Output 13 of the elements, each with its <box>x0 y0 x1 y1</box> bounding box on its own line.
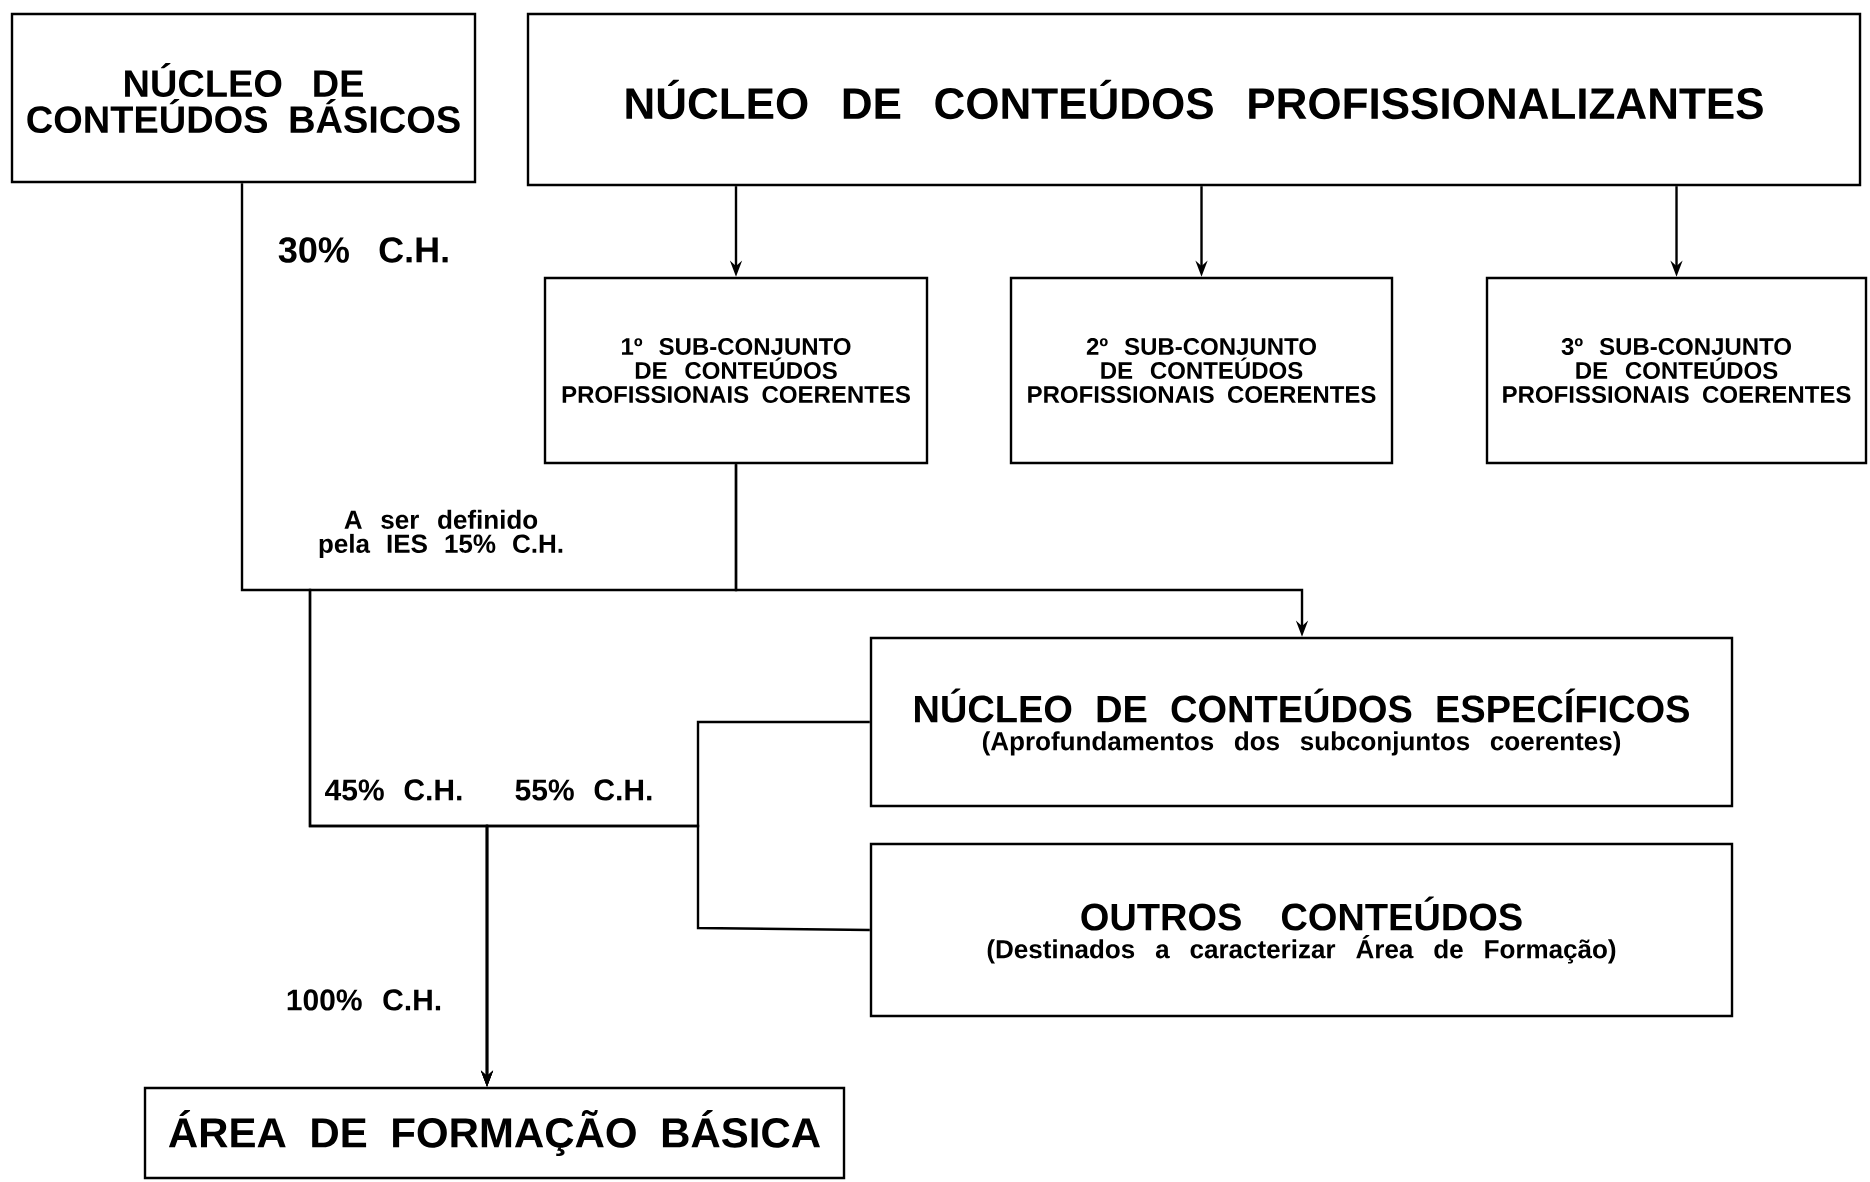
percentage-label: A ser definido pela IES 15% C.H. <box>319 509 563 559</box>
percentage-label: 45% C.H. <box>325 779 462 801</box>
percentage-label: 55% C.H. <box>515 779 652 801</box>
content-box: NÚCLEO DE CONTEÚDOS BÁSICOS <box>10 12 477 184</box>
content-box: 2º SUB-CONJUNTO DE CONTEÚDOS PROFISSIONAIS COERENTES <box>1009 276 1394 465</box>
content-box: 1º SUB-CONJUNTO DE CONTEÚDOS PROFISSIONAIS COERENTES <box>543 276 929 465</box>
content-box: NÚCLEO DE CONTEÚDOS PROFISSIONALIZANTES <box>526 12 1862 187</box>
content-box: NÚCLEO DE CONTEÚDOS ESPECÍFICOS (Aprofundamentos dos subconjuntos coerentes) <box>869 636 1734 808</box>
percentage-label: 100% C.H. <box>287 989 441 1011</box>
percentage-label: 30% C.H. <box>278 237 448 263</box>
content-box: ÁREA DE FORMAÇÃO BÁSICA <box>143 1086 846 1180</box>
content-box: OUTROS CONTEÚDOS (Destinados a caracterizar Área de Formação) <box>869 842 1734 1018</box>
content-box: 3º SUB-CONJUNTO DE CONTEÚDOS PROFISSIONAIS COERENTES <box>1485 276 1868 465</box>
